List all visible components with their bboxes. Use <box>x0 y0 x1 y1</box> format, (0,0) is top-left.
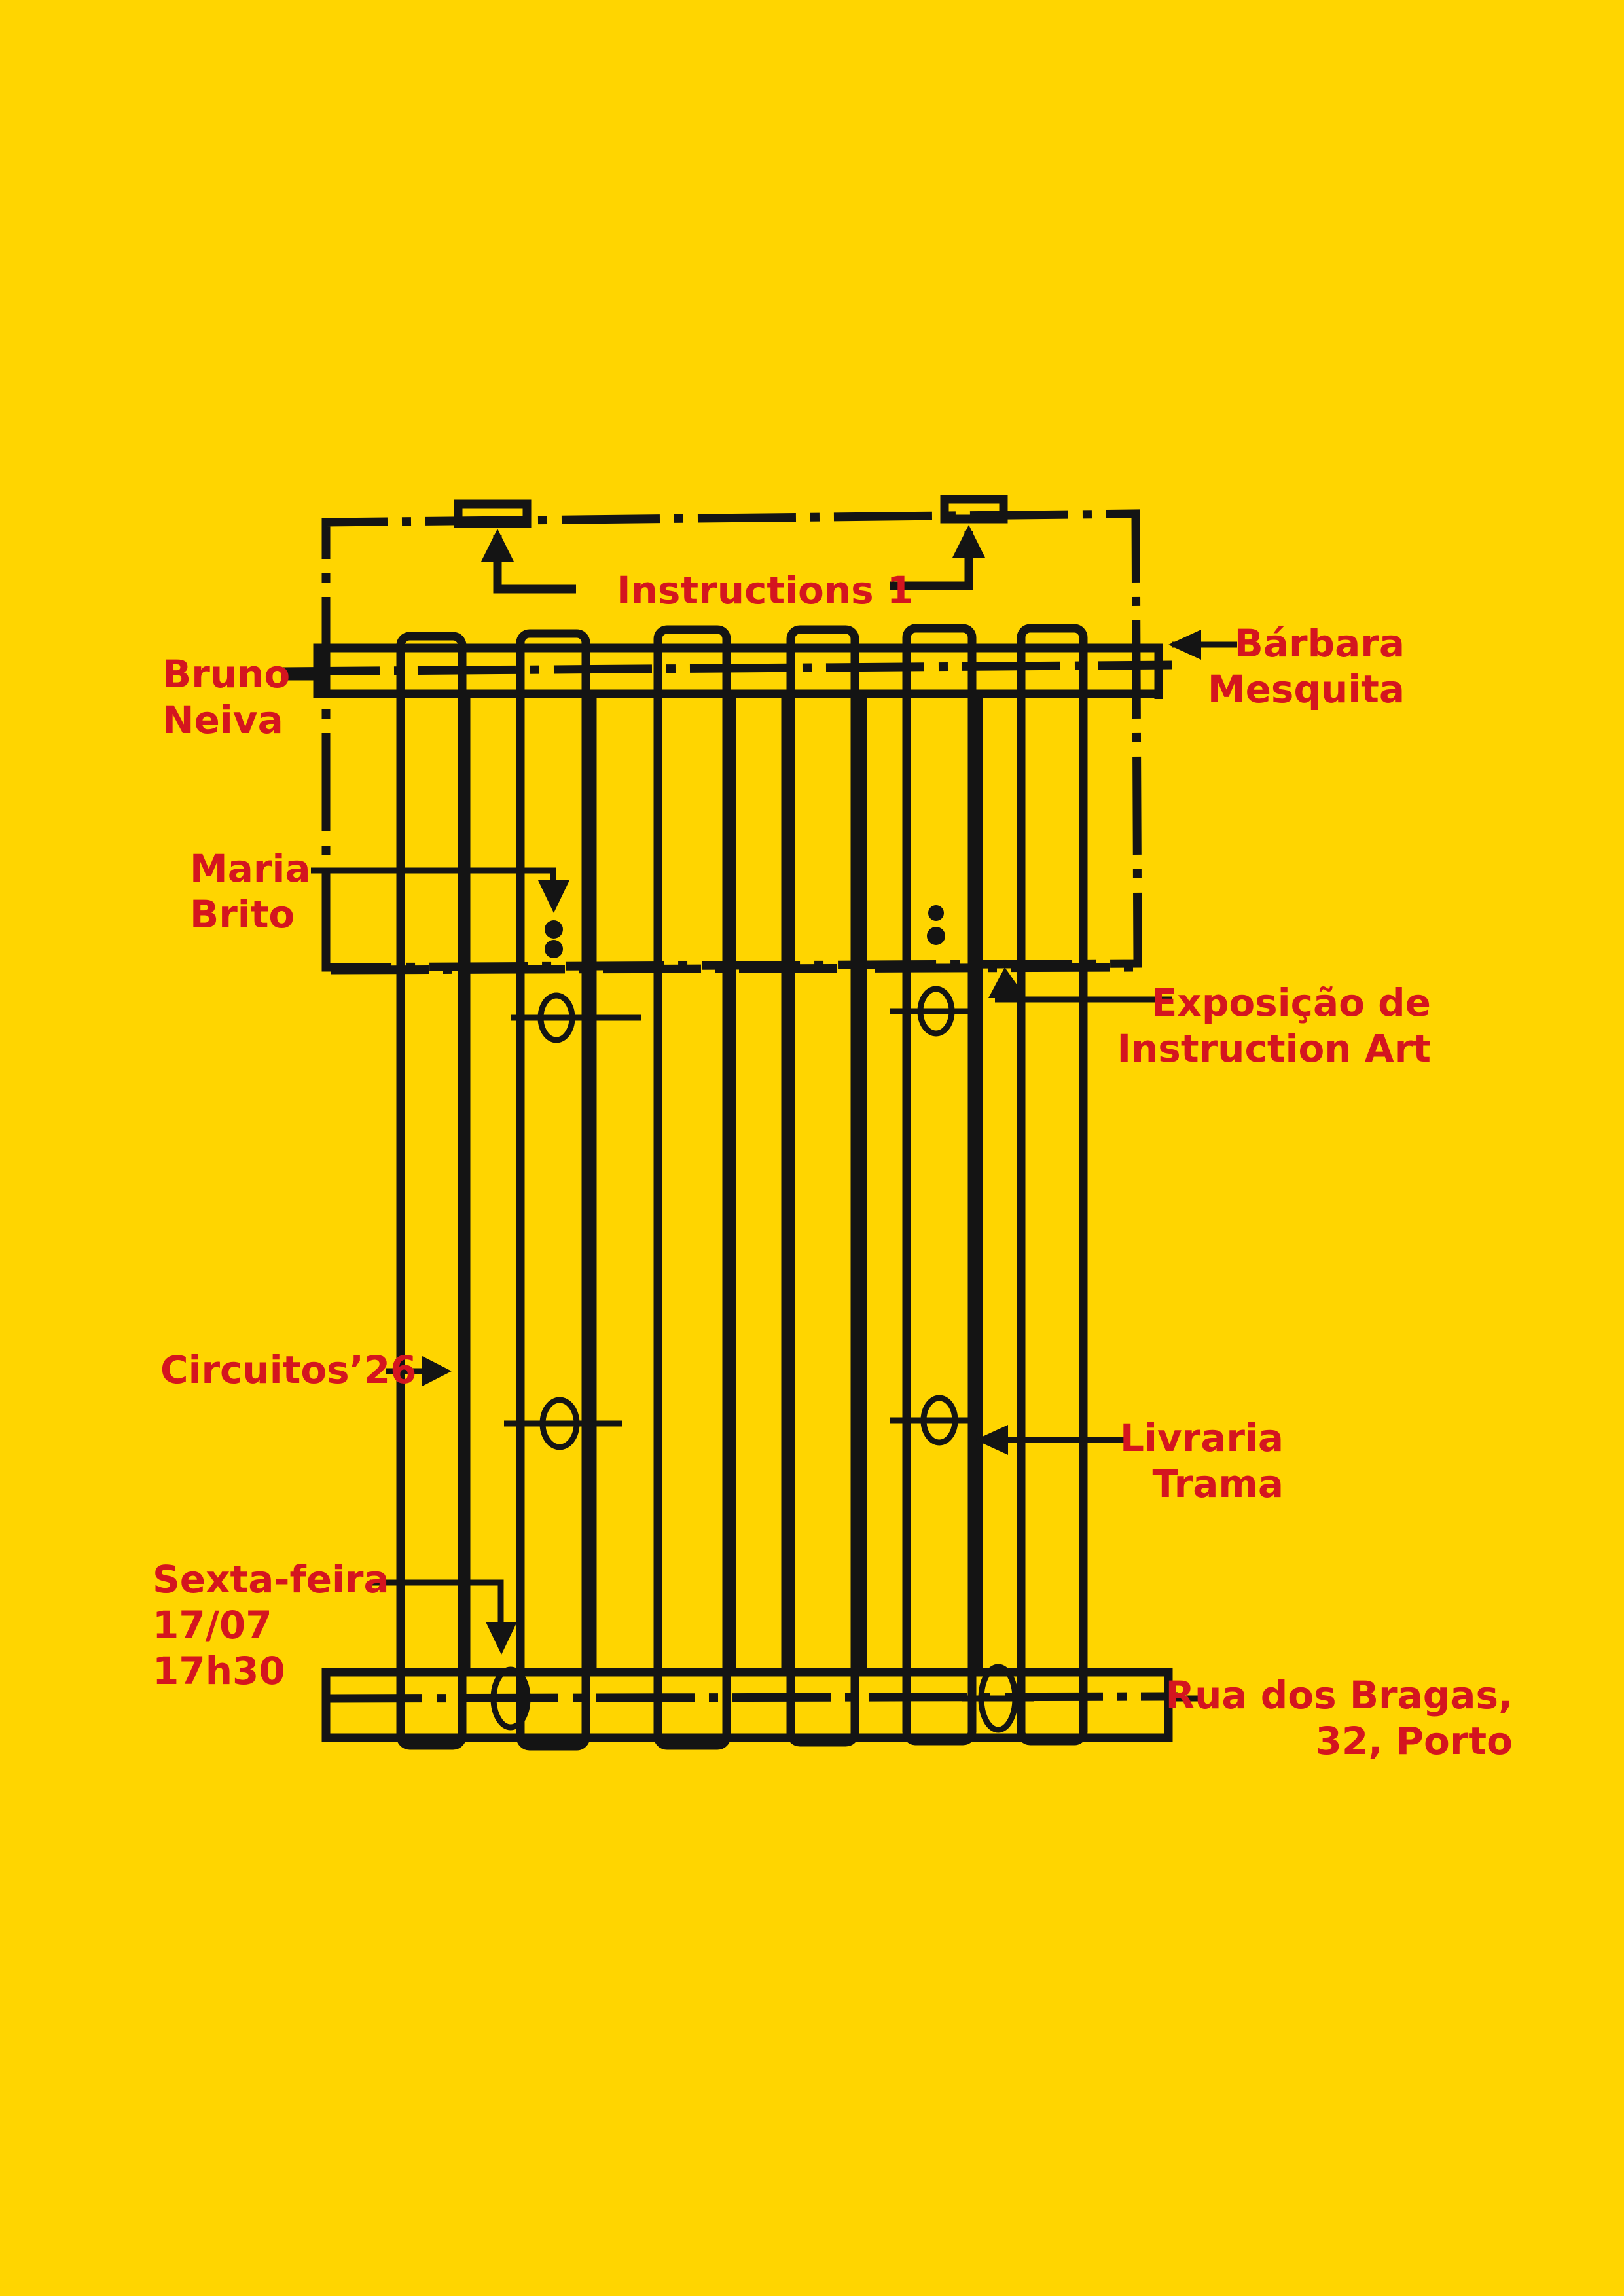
artist-barbara-line-1: Bárbara <box>1234 621 1405 666</box>
venue-line-2: Trama <box>1152 1462 1284 1506</box>
leader-exposicao-head <box>988 967 1026 998</box>
venue-label: Livraria Trama <box>1120 1415 1284 1507</box>
leader-date-head <box>486 1622 517 1655</box>
date-line-2: 17/07 <box>153 1603 272 1647</box>
address-line-2: 32, Porto <box>1315 1719 1513 1763</box>
date-line-3: 17h30 <box>153 1649 285 1693</box>
bar-1 <box>396 632 467 1750</box>
exhibition-line-2: Instruction Art <box>1117 1026 1431 1071</box>
title-text: Instructions 1 <box>617 568 914 613</box>
artist-bruno-line-1: Bruno <box>162 652 291 696</box>
address-line-1: Rua dos Bragas, <box>1165 1673 1513 1717</box>
top-tab-right <box>940 495 1008 524</box>
bar-4 <box>786 625 859 1747</box>
artist-bruno-line-2: Neiva <box>162 698 283 742</box>
artist-maria-brito: Maria Brito <box>190 846 310 937</box>
bar-2 <box>516 629 590 1751</box>
bottom-shaft <box>321 1668 1173 1742</box>
exhibition-line-1: Exposição de <box>1151 980 1431 1025</box>
leader-date <box>370 1579 504 1633</box>
arrow-up-left-head <box>481 529 514 562</box>
artist-barbara-line-2: Mesquita <box>1207 667 1405 711</box>
date-line-1: Sexta-feira <box>153 1557 389 1602</box>
date-label: Sexta-feira 17/07 17h30 <box>153 1556 389 1694</box>
bar-3 <box>653 625 731 1750</box>
festival-label: Circuitos’26 <box>160 1347 416 1393</box>
artist-maria-line-1: Maria <box>190 846 311 891</box>
arrow-up-left <box>493 535 576 594</box>
arrow-up-right-head <box>952 525 985 558</box>
leader-barbara-head <box>1168 630 1201 660</box>
title-label: Instructions 1 <box>617 567 913 613</box>
leader-maria-head <box>538 880 569 913</box>
festival-text: Circuitos’26 <box>160 1348 417 1392</box>
bar-6 <box>1017 624 1088 1746</box>
exhibition-label: Exposição de Instruction Art <box>1117 980 1431 1071</box>
top-tab-left <box>454 499 532 528</box>
rivets <box>471 986 1034 1733</box>
address-label: Rua dos Bragas, 32, Porto <box>1165 1672 1513 1764</box>
leader-circuitos-head <box>422 1356 452 1386</box>
artist-bruno-neiva: Bruno Neiva <box>162 651 290 743</box>
venue-line-1: Livraria <box>1119 1416 1284 1460</box>
artist-maria-line-2: Brito <box>190 892 295 937</box>
bar-5 <box>902 624 977 1746</box>
artist-barbara-mesquita: Bárbara Mesquita <box>1208 620 1405 712</box>
centerline-bottom <box>323 1692 1179 1703</box>
leader-livraria-head <box>975 1425 1008 1455</box>
rivet-dots <box>545 905 945 958</box>
